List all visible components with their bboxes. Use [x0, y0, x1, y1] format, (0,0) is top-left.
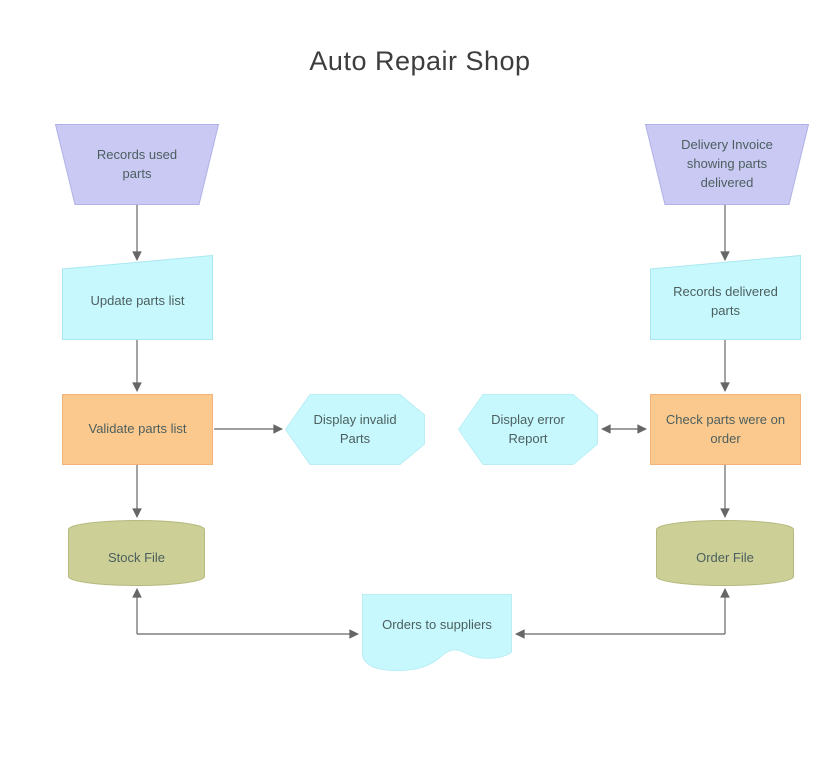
manual-input-shape: [650, 255, 801, 340]
node-records-delivered-parts: Records delivered parts: [650, 255, 801, 340]
node-delivery-invoice: Delivery Invoice showing parts delivered: [645, 124, 809, 205]
display-shape: [458, 394, 598, 465]
node-display-invalid-parts: Display invalid Parts: [285, 394, 425, 465]
document-shape: [362, 594, 512, 672]
node-check-parts-on-order: Check parts were on order: [650, 394, 801, 465]
database-shape: [68, 520, 205, 586]
database-shape: [656, 520, 794, 586]
process-shape: [650, 394, 801, 465]
node-update-parts-list: Update parts list: [62, 255, 213, 340]
process-shape: [62, 394, 213, 465]
node-order-file: Order File: [656, 520, 794, 586]
manual-operation-shape: [645, 124, 809, 205]
display-shape: [285, 394, 425, 465]
node-stock-file: Stock File: [68, 520, 205, 586]
manual-operation-shape: [55, 124, 219, 205]
diagram-title: Auto Repair Shop: [309, 46, 531, 76]
manual-input-shape: [62, 255, 213, 340]
node-records-used-parts: Records used parts: [55, 124, 219, 205]
node-validate-parts-list: Validate parts list: [62, 394, 213, 465]
node-display-error-report: Display error Report: [458, 394, 598, 465]
node-orders-to-suppliers: Orders to suppliers: [362, 594, 512, 674]
